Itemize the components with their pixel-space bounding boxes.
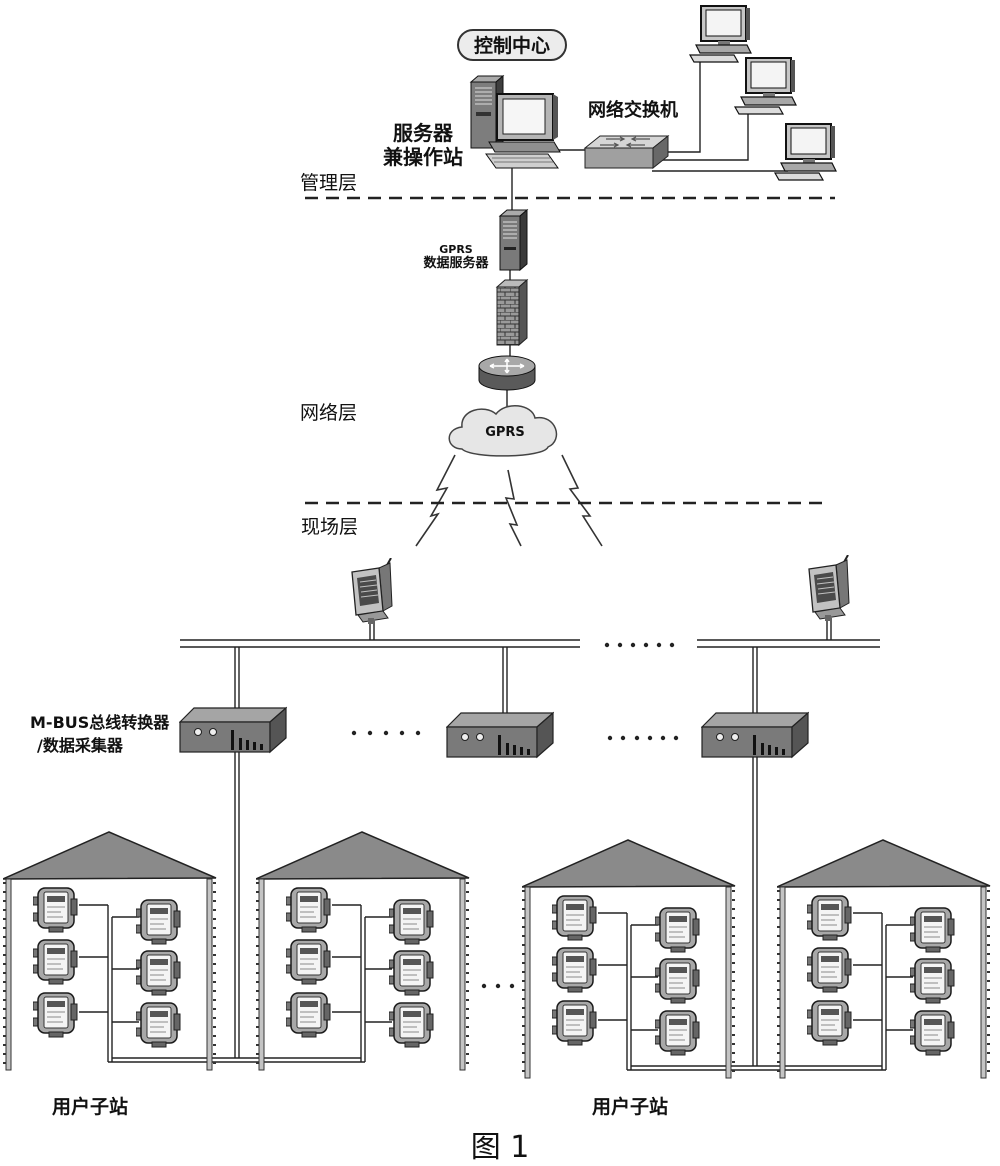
dot [495, 983, 501, 989]
m-bus-converter-1 [179, 707, 287, 753]
firewall-side [518, 278, 528, 347]
client-computer-2 [734, 57, 797, 115]
keyboard-keys [492, 157, 553, 163]
gprs-server-icon [498, 208, 529, 272]
dot [399, 730, 405, 736]
dot [647, 735, 653, 741]
m-bus-converter-3 [701, 712, 809, 758]
gprs-server-label-line2: 数据服务器 [423, 255, 489, 271]
cloud-label: GPRS [485, 425, 525, 440]
tower-slots [475, 87, 492, 105]
gprs-server-label-line1: GPRS [439, 243, 473, 256]
uplink-line [506, 168, 513, 410]
dot [620, 735, 626, 741]
keyboard [485, 153, 559, 169]
server-label-line1: 服务器 [393, 121, 454, 145]
network-switch-icon [583, 134, 670, 170]
user-substation-3 [522, 840, 735, 1078]
dot [660, 735, 666, 741]
dot [367, 730, 373, 736]
management-layer-label: 管理层 [300, 172, 357, 194]
dot [604, 642, 610, 648]
lightning-icon [561, 454, 603, 547]
user-substation-1 [3, 832, 216, 1070]
switch-links [556, 60, 788, 172]
monitor-screen [502, 98, 546, 135]
dot [617, 642, 623, 648]
gprs-modem-left [351, 558, 393, 624]
dot [351, 730, 357, 736]
field-layer-label: 现场层 [301, 516, 358, 538]
switch-side [652, 134, 669, 170]
switch-label: 网络交换机 [588, 99, 678, 121]
converter-label-line2: /数据采集器 [37, 736, 124, 755]
dot [643, 642, 649, 648]
gprs-cloud: GPRS [448, 405, 558, 457]
gprs-modem-right [808, 555, 850, 621]
converter-label-line1: M-BUS总线转换器 [30, 713, 170, 732]
dot [509, 983, 515, 989]
ellipsis-dots [351, 730, 679, 741]
dot [415, 730, 421, 736]
firewall-front [496, 286, 520, 346]
ellipsis-dots [604, 642, 675, 648]
switch-front [584, 147, 654, 169]
wireless-signals [415, 454, 603, 547]
control-center-frame [457, 29, 567, 61]
network-layer-label: 网络层 [300, 402, 357, 424]
substation-label-left: 用户子站 [52, 1095, 128, 1118]
dot [669, 642, 675, 648]
field-bus [108, 618, 886, 1071]
control-center-badge: 控制中心 [457, 29, 567, 61]
control-center-label: 控制中心 [474, 34, 550, 57]
dot [634, 735, 640, 741]
lightning-icon [415, 454, 456, 547]
dot [630, 642, 636, 648]
cloud-icon [448, 405, 558, 457]
server-label-line2: 兼操作站 [383, 145, 463, 169]
switch-arrows [600, 136, 650, 148]
server-workstation-icon [469, 74, 561, 169]
gprs-server-front [499, 215, 521, 271]
dot [656, 642, 662, 648]
router-arrows [489, 358, 525, 374]
client-computer-1 [689, 5, 752, 63]
gprs-server-slots [503, 221, 517, 239]
dot [383, 730, 389, 736]
m-bus-converter-2 [446, 712, 554, 758]
dot [673, 735, 679, 741]
dot [607, 735, 613, 741]
dot [481, 983, 487, 989]
lightning-icon [504, 469, 522, 547]
firewall-icon [495, 278, 529, 347]
tower-drive [476, 112, 491, 116]
figure-caption: 图 1 [471, 1130, 530, 1165]
user-substation-4 [777, 840, 990, 1078]
gprs-server-side [519, 208, 528, 272]
monitor-side [553, 94, 558, 140]
gprs-server-drive [504, 247, 516, 250]
ellipsis-dots [481, 983, 515, 989]
user-substation-2 [256, 832, 469, 1070]
substation-label-right: 用户子站 [592, 1095, 668, 1118]
router-icon [478, 355, 536, 391]
desktop-base [488, 141, 561, 153]
